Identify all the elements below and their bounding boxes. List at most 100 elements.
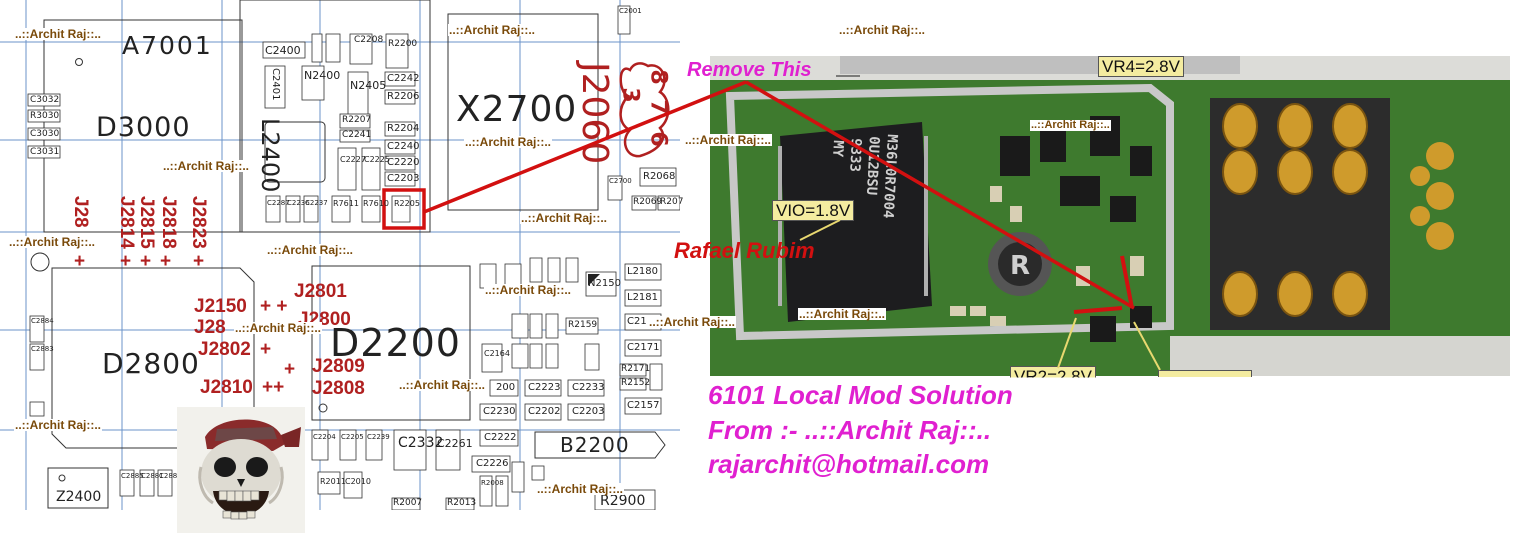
component-label: R7610: [363, 199, 389, 208]
component-label: C2010: [345, 477, 371, 486]
component-label: C2171: [627, 342, 660, 353]
component-label: C2233: [572, 382, 605, 393]
component-label: R2900: [600, 493, 646, 509]
author-credit-rafael: Rafael Rubim: [674, 238, 815, 263]
component-label: L2180: [627, 266, 659, 277]
component-label: C3031: [30, 147, 60, 157]
watermark: ..::Archit Raj::..: [798, 307, 886, 321]
skull-image: [177, 407, 305, 533]
watermark: ..::Archit Raj::..: [234, 321, 322, 335]
watermark: ..::Archit Raj::..: [484, 283, 572, 297]
callout-box: [1158, 370, 1252, 377]
component-label: C2885: [121, 472, 144, 480]
component-label: R2159: [568, 320, 598, 330]
component-label: R2171: [621, 364, 651, 374]
component-label: C2882: [159, 472, 182, 480]
component-label: C3030: [30, 129, 60, 139]
component-label: C2700: [609, 177, 632, 185]
jumper-j2802: J2802: [198, 339, 251, 360]
component-label: C2239: [367, 433, 390, 441]
remove-this-label: Remove This: [687, 59, 812, 81]
component-label: R2011: [320, 477, 346, 486]
watermark: ..::Archit Raj::..: [14, 418, 102, 432]
jumper-plus: +: [193, 251, 205, 272]
component-label: C2226: [476, 458, 509, 469]
component-label: L2181: [627, 292, 659, 303]
jumper-plus: + +: [260, 296, 288, 317]
voltage-vr2: VR2=2.8V: [1010, 366, 1096, 378]
jumper-j2150: J2150: [194, 296, 247, 317]
component-label: R3030: [30, 111, 60, 121]
component-label: N2400: [304, 69, 341, 82]
component-label: R2205: [394, 199, 420, 208]
component-label: R2200: [388, 39, 418, 49]
jumper-j28b: J28: [194, 317, 226, 338]
watermark: ..::Archit Raj::..: [536, 482, 624, 496]
component-label: C2203: [387, 173, 420, 184]
chip-print: M36L0R7004: [880, 134, 900, 219]
watermark: ..::Archit Raj::..: [838, 23, 926, 37]
watermark: ..::Archit Raj::..: [8, 235, 96, 249]
watermark: ..::Archit Raj::..: [14, 27, 102, 41]
component-label: C2881: [141, 472, 164, 480]
watermark: ..::Archit Raj::..: [1030, 119, 1111, 131]
watermark: ..::Archit Raj::..: [266, 243, 354, 257]
component-label: R2206: [387, 91, 420, 102]
component-label: R2069: [633, 197, 663, 207]
jumper-plus: ++: [262, 377, 285, 398]
component-label: 200: [496, 382, 516, 393]
svg-text:R: R: [1010, 251, 1030, 281]
jumper-plus: +: [140, 251, 152, 272]
component-label: C2204: [313, 433, 336, 441]
component-label: C2202: [528, 406, 561, 417]
watermark: ..::Archit Raj::..: [162, 159, 250, 173]
component-label: C2230: [483, 406, 516, 417]
component-label: C2225: [364, 155, 390, 164]
component-label: C2223: [528, 382, 561, 393]
credit-title: 6101 Local Mod Solution: [708, 380, 1013, 410]
component-label: C2001: [619, 7, 642, 15]
chip-z2400: Z2400: [56, 489, 102, 505]
component-label: C2157: [627, 400, 660, 411]
component-label: C2400: [265, 44, 301, 57]
component-label: C2240: [387, 141, 420, 152]
component-label: C2242: [387, 73, 420, 84]
chip-b2200: B2200: [560, 433, 630, 457]
jumper-plus: +: [284, 359, 296, 380]
jumper-plus: +: [260, 339, 272, 360]
component-label: R207: [660, 197, 684, 207]
watermark: ..::Archit Raj::..: [648, 315, 736, 329]
chip-print: 0U12BSU: [863, 136, 882, 196]
component-label: C2227: [340, 155, 366, 164]
voltage-vr4: VR4=2.8V: [1098, 56, 1184, 77]
component-label: R2204: [387, 123, 420, 134]
watermark: ..::Archit Raj::..: [684, 133, 772, 147]
component-label: R2152: [621, 378, 651, 388]
component-label: R2068: [643, 171, 676, 182]
component-label: C2884: [31, 317, 54, 325]
component-label: C2220: [387, 157, 420, 168]
component-label: C2237: [305, 199, 328, 207]
jumper-j2810: J2810: [200, 377, 253, 398]
component-label: C2241: [342, 130, 372, 140]
component-label: C2883: [31, 345, 54, 353]
credit-email: rajarchit@hotmail.com: [708, 449, 990, 479]
component-label: C2261: [437, 437, 473, 450]
component-label: C2222: [484, 432, 517, 443]
jumper-plus: +: [74, 251, 86, 272]
component-label: R2007: [393, 498, 423, 508]
chip-d2800: D2800: [102, 347, 200, 380]
component-label: C21: [627, 316, 647, 327]
credit-author: From :- ..::Archit Raj::..: [708, 415, 992, 445]
chip-print: MY: [829, 140, 846, 158]
watermark: ..::Archit Raj::..: [520, 211, 608, 225]
component-label: R2013: [447, 498, 477, 508]
component-label: C3032: [30, 95, 60, 105]
jumper-plus: +: [120, 251, 132, 272]
component-label: C2287: [267, 199, 290, 207]
watermark: ..::Archit Raj::..: [464, 135, 552, 149]
component-label: N2405: [350, 79, 387, 92]
component-label: N2150: [588, 278, 621, 289]
chip-d2200: D2200: [330, 321, 461, 365]
